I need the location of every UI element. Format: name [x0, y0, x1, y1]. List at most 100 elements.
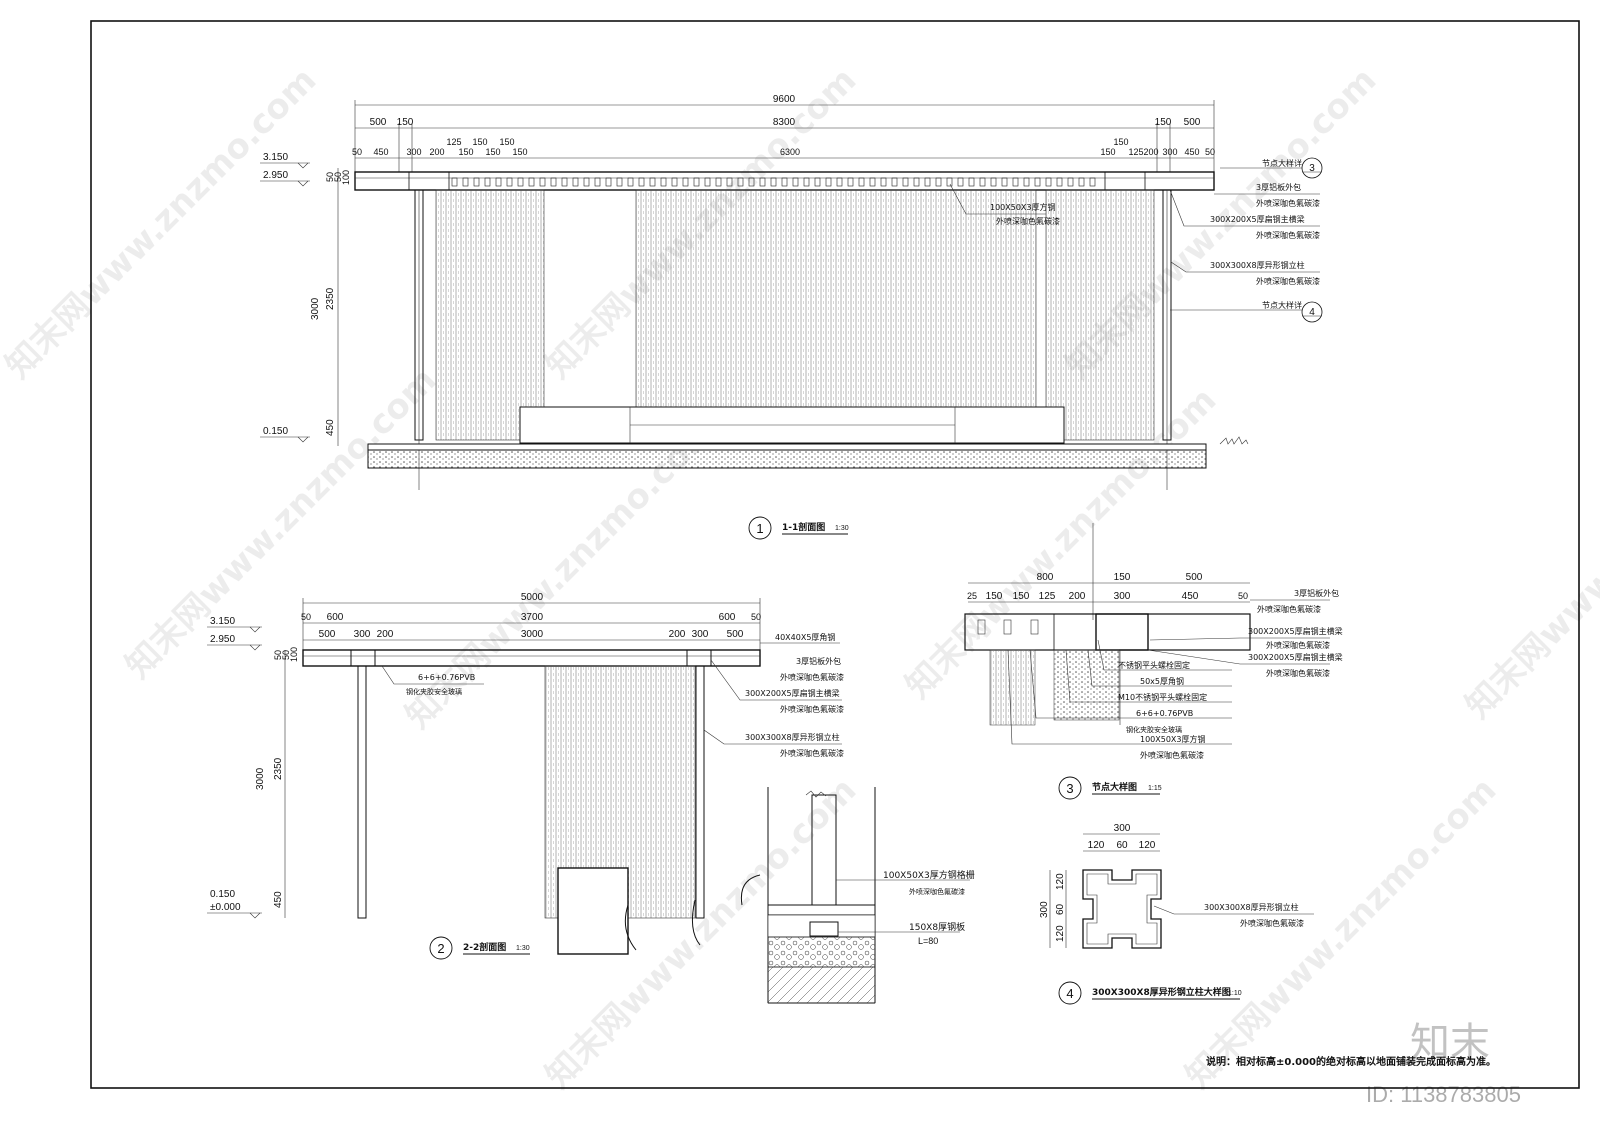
- grille-slat: [594, 177, 601, 187]
- svg-text:60: 60: [1116, 840, 1128, 851]
- grille-slat: [704, 177, 711, 187]
- svg-text:3.150: 3.150: [210, 616, 235, 627]
- svg-text:25: 25: [967, 591, 977, 601]
- grille-slat: [561, 177, 568, 187]
- grille-slat: [946, 177, 953, 187]
- dim-label: 8300: [773, 117, 796, 128]
- svg-text:150X8厚钢板: 150X8厚钢板: [909, 921, 965, 933]
- grille-slat: [825, 177, 832, 187]
- grille-slat: [935, 177, 942, 187]
- grille-slat: [792, 177, 799, 187]
- svg-text:500: 500: [727, 629, 744, 640]
- grille-slat: [616, 177, 623, 187]
- dim-9600: 9600: [773, 94, 796, 105]
- svg-text:3700: 3700: [521, 612, 544, 623]
- section-2-callouts: 40X40X5厚角钢 6+6+0.76PVB 钢化夹胶安全玻璃 3厚铝板外包 外…: [381, 632, 844, 758]
- svg-text:2350: 2350: [325, 287, 336, 310]
- svg-text:100: 100: [341, 170, 351, 185]
- beam-grille-slats: [451, 177, 1096, 187]
- svg-text:3000: 3000: [310, 297, 321, 320]
- svg-text:450: 450: [1184, 147, 1199, 157]
- column-base-detail: 100X50X3厚方钢格栅 外喷深咖色氟碳漆 150X8厚钢板 L=80: [767, 787, 975, 1004]
- svg-text:5000: 5000: [521, 592, 544, 603]
- grille-slat: [671, 177, 678, 187]
- svg-text:150: 150: [485, 147, 500, 157]
- grille-slat: [990, 177, 997, 187]
- svg-text:3厚铝板外包: 3厚铝板外包: [1294, 588, 1339, 598]
- svg-text:450: 450: [325, 419, 336, 436]
- svg-text:6+6+0.76PVB: 6+6+0.76PVB: [418, 673, 475, 682]
- svg-text:300: 300: [354, 629, 371, 640]
- grille-slat: [649, 177, 656, 187]
- svg-text:1:30: 1:30: [516, 945, 530, 952]
- grille-slat: [605, 177, 612, 187]
- svg-text:150: 150: [512, 147, 527, 157]
- svg-text:知末网www.znzmo.com: 知末网www.znzmo.com: [0, 60, 324, 386]
- svg-text:600: 600: [327, 612, 344, 623]
- svg-text:150: 150: [1013, 591, 1030, 602]
- dim-label: 500: [370, 117, 387, 128]
- svg-text:60: 60: [1055, 903, 1066, 915]
- svg-text:125: 125: [1039, 591, 1056, 602]
- svg-text:100X50X3厚方钢: 100X50X3厚方钢: [1140, 734, 1206, 744]
- svg-text:2.950: 2.950: [263, 170, 288, 181]
- svg-text:50: 50: [325, 172, 335, 182]
- grille-slat: [803, 177, 810, 187]
- svg-text:300: 300: [1039, 901, 1050, 918]
- grille-slat: [660, 177, 667, 187]
- svg-text:不锈钢平头螺栓固定: 不锈钢平头螺栓固定: [1118, 660, 1190, 670]
- svg-text:4: 4: [1309, 307, 1315, 318]
- grille-slat: [902, 177, 909, 187]
- dim-label: 500: [1184, 117, 1201, 128]
- svg-text:6+6+0.76PVB: 6+6+0.76PVB: [1136, 709, 1193, 718]
- svg-text:L=80: L=80: [918, 936, 938, 946]
- svg-text:120: 120: [1055, 873, 1066, 890]
- grille-slat: [583, 177, 590, 187]
- svg-text:150: 150: [458, 147, 473, 157]
- svg-text:300X300X8厚异形钢立柱: 300X300X8厚异形钢立柱: [1204, 902, 1299, 912]
- grille-slat: [528, 177, 535, 187]
- svg-text:300X300X8厚异形钢立柱大样图: 300X300X8厚异形钢立柱大样图: [1092, 986, 1231, 998]
- grille-slat: [1056, 177, 1063, 187]
- grille-slat: [957, 177, 964, 187]
- grille-slat: [638, 177, 645, 187]
- sheet-border: [90, 20, 1580, 1089]
- grille-slat: [627, 177, 634, 187]
- svg-text:50: 50: [352, 147, 362, 157]
- svg-text:外喷深咖色氟碳漆: 外喷深咖色氟碳漆: [996, 216, 1060, 226]
- svg-text:2: 2: [437, 941, 444, 956]
- grille-slat: [891, 177, 898, 187]
- section-4-column-detail: 300 120 60 120 300 120 60 120 300X300X8厚…: [1039, 823, 1314, 1005]
- svg-text:4: 4: [1066, 986, 1073, 1001]
- svg-text:3000: 3000: [521, 629, 544, 640]
- svg-text:150: 150: [472, 137, 487, 147]
- grille-slat: [770, 177, 777, 187]
- svg-text:500: 500: [319, 629, 336, 640]
- svg-text:外喷深咖色氟碳漆: 外喷深咖色氟碳漆: [1256, 230, 1320, 240]
- svg-text:120: 120: [1088, 840, 1105, 851]
- svg-text:500: 500: [1186, 572, 1203, 583]
- svg-text:外喷深咖色氟碳漆: 外喷深咖色氟碳漆: [780, 704, 844, 714]
- svg-text:2.950: 2.950: [210, 634, 235, 645]
- grille-slat: [1001, 177, 1008, 187]
- svg-text:50: 50: [281, 650, 291, 660]
- svg-text:3000: 3000: [255, 767, 266, 790]
- svg-text:节点大样详: 节点大样详: [1262, 158, 1302, 168]
- svg-text:2-2剖面图: 2-2剖面图: [463, 941, 506, 953]
- svg-text:50: 50: [1238, 591, 1248, 601]
- svg-text:1:15: 1:15: [1148, 785, 1162, 792]
- svg-text:125: 125: [1128, 147, 1143, 157]
- section-1-title: 1-1剖面图: [782, 521, 825, 533]
- section-1-number: 1: [756, 521, 763, 536]
- svg-text:120: 120: [1055, 925, 1066, 942]
- svg-text:外喷深咖色氟碳漆: 外喷深咖色氟碳漆: [1256, 276, 1320, 286]
- svg-text:200: 200: [669, 629, 686, 640]
- svg-text:300: 300: [1114, 823, 1131, 834]
- svg-text:3: 3: [1066, 781, 1073, 796]
- svg-text:50x5厚角钢: 50x5厚角钢: [1140, 676, 1184, 686]
- grille-slat: [748, 177, 755, 187]
- grille-slat: [1012, 177, 1019, 187]
- svg-text:300X200X5厚扁钢主横梁: 300X200X5厚扁钢主横梁: [1248, 652, 1343, 662]
- svg-text:150: 150: [986, 591, 1003, 602]
- svg-text:100X50X3厚方钢: 100X50X3厚方钢: [990, 202, 1056, 212]
